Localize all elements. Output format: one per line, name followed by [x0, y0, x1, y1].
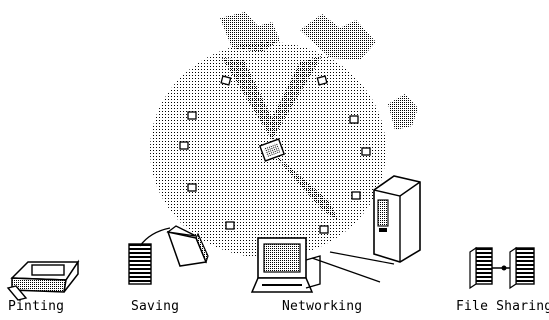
file-sharing-icon	[470, 248, 534, 288]
file-sharing-label: File Sharing	[456, 299, 549, 314]
printer-icon	[8, 262, 78, 300]
printing-label: Pinting	[8, 299, 64, 314]
networking-label: Networking	[282, 299, 362, 314]
saving-label: Saving	[131, 299, 179, 314]
